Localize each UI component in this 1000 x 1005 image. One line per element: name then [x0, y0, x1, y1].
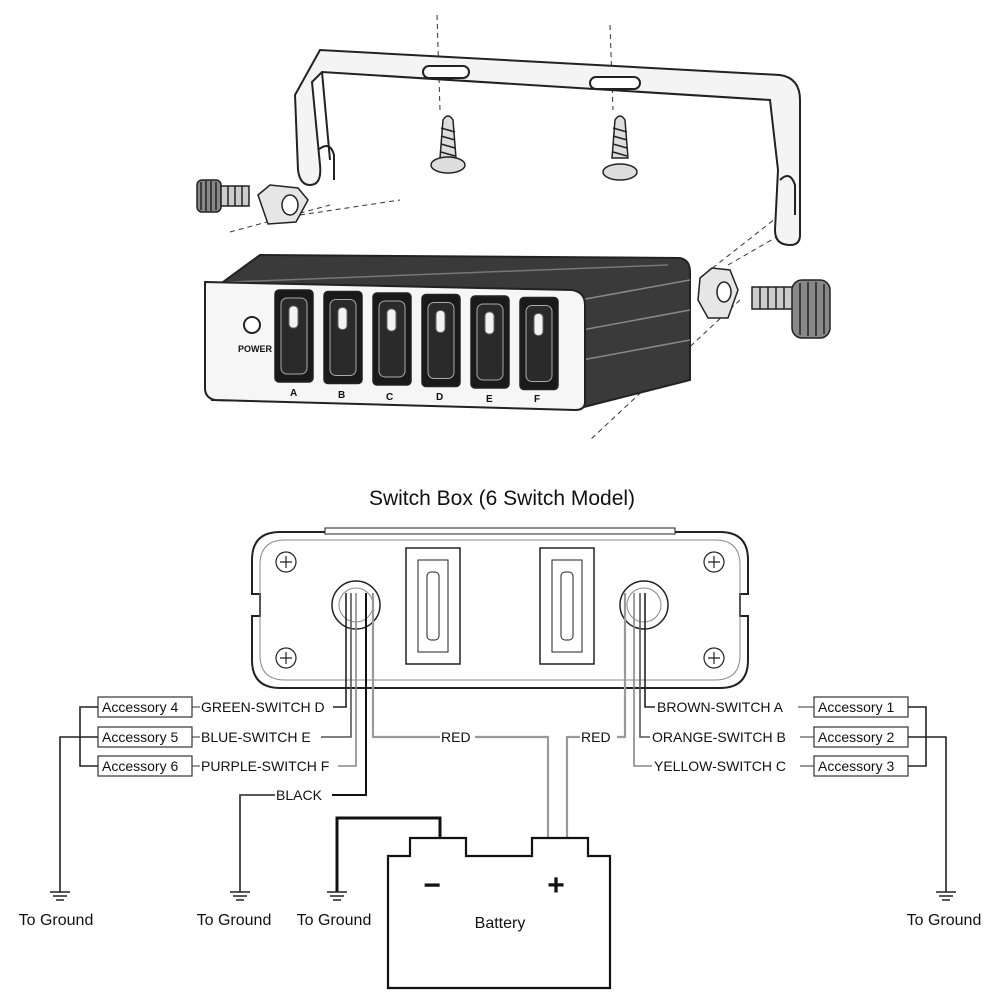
- rocker-switches: [274, 289, 559, 391]
- switch-letter-b: B: [338, 390, 345, 401]
- top-screw-left-icon: [430, 115, 466, 174]
- diagram-title: Switch Box (6 Switch Model): [369, 487, 635, 510]
- left-hex-nut-icon: [257, 184, 309, 225]
- ground-icon-4: [936, 891, 956, 901]
- ground-icon-3: [327, 891, 347, 901]
- rocker-switch-a: [274, 289, 314, 383]
- battery-negative-terminal: −: [423, 869, 441, 902]
- accessory-6-label: Accessory 6: [102, 758, 178, 774]
- wire-label-green-switch-d: GREEN-SWITCH D: [201, 699, 325, 715]
- wire-label-brown-switch-a: BROWN-SWITCH A: [657, 699, 784, 715]
- ground-symbols: [50, 891, 956, 901]
- left-knob-bolt-icon: [196, 179, 250, 213]
- accessory-3-label: Accessory 3: [818, 758, 894, 774]
- switch-letter-d: D: [436, 392, 443, 403]
- left-accessories: Accessory 4 Accessory 5 Accessory 6 GREE…: [59, 696, 329, 892]
- wire-label-orange-switch-b: ORANGE-SWITCH B: [652, 729, 786, 745]
- ground-icon-1: [50, 891, 70, 901]
- red-wire-label-left: RED: [441, 729, 471, 745]
- rocker-switch-f: [519, 296, 559, 391]
- accessory-4-label: Accessory 4: [102, 699, 178, 715]
- power-label: POWER: [238, 344, 273, 354]
- switch-letter-c: C: [386, 392, 393, 403]
- battery-positive-terminal: +: [547, 869, 565, 902]
- rocker-switch-e: [470, 295, 510, 389]
- red-wire-label-right: RED: [581, 729, 611, 745]
- accessory-2-label: Accessory 2: [818, 729, 894, 745]
- battery-label: Battery: [475, 915, 526, 932]
- switch-letters: A B C D E F: [290, 388, 540, 405]
- top-screw-right-icon: [602, 115, 638, 181]
- mounting-bracket: [293, 48, 801, 247]
- wire-label-yellow-switch-c: YELLOW-SWITCH C: [654, 758, 786, 774]
- black-wire-to-ground: [239, 794, 275, 892]
- right-hex-nut-icon: [697, 267, 739, 319]
- rocker-switch-c: [372, 292, 412, 386]
- switch-letter-e: E: [486, 394, 493, 405]
- ground-label-2: To Ground: [197, 912, 272, 929]
- rocker-switch-b: [323, 290, 363, 385]
- switch-letter-f: F: [534, 394, 540, 405]
- accessory-1-label: Accessory 1: [818, 699, 894, 715]
- exploded-view-illustration: A B C D E F POWER: [196, 14, 831, 441]
- accessory-5-label: Accessory 5: [102, 729, 178, 745]
- switch-box-rear-view: [251, 527, 749, 689]
- right-grommet-wires: [565, 593, 655, 840]
- switch-letter-a: A: [290, 388, 297, 399]
- wire-label-purple-switch-f: PURPLE-SWITCH F: [201, 758, 329, 774]
- rocker-switch-d: [421, 293, 461, 388]
- ground-label-3: To Ground: [297, 912, 372, 929]
- wire-label-blue-switch-e: BLUE-SWITCH E: [201, 729, 311, 745]
- ground-label-4: To Ground: [907, 912, 982, 929]
- battery-icon: [335, 816, 612, 990]
- right-knob-bolt-icon: [751, 279, 831, 339]
- right-accessories: BROWN-SWITCH A ORANGE-SWITCH B YELLOW-SW…: [652, 696, 947, 892]
- ground-label-1: To Ground: [19, 912, 94, 929]
- black-wire-label: BLACK: [276, 787, 323, 803]
- left-grommet-wires: [321, 593, 550, 840]
- ground-icon-2: [230, 891, 250, 901]
